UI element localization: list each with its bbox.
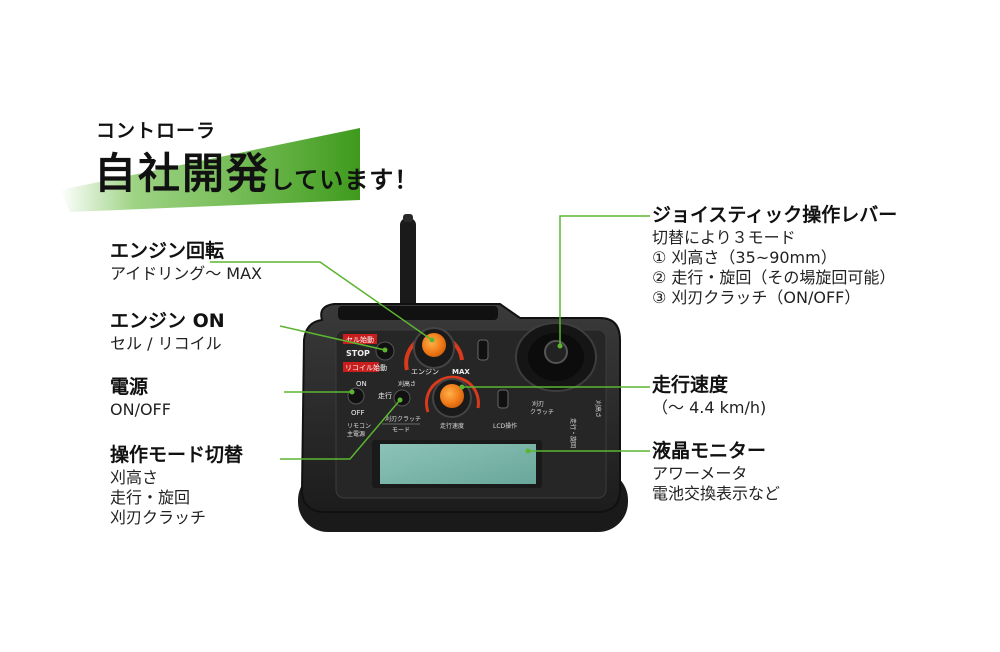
stop-label: STOP <box>346 349 370 358</box>
callout-engine-rev: エンジン回転 アイドリング〜 MAX <box>110 240 262 284</box>
callout-lcd-line-1: アワーメータ <box>652 463 748 483</box>
callout-mode-switch-title: 操作モード切替 <box>110 444 244 466</box>
callout-engine-on-title: エンジン ON <box>110 310 225 332</box>
line-joystick <box>559 215 650 346</box>
svg-text:クラッチ: クラッチ <box>530 409 554 416</box>
green-swoosh <box>60 128 360 212</box>
speed-knob[interactable] <box>440 384 464 408</box>
callout-mode-switch-line-2: 走行・旋回 <box>110 487 191 507</box>
lcd-op-label: LCD操作 <box>493 422 517 430</box>
engine-label: エンジン <box>411 368 439 376</box>
toggle-switch-1[interactable] <box>477 339 489 361</box>
heading-small: コントローラ <box>96 120 217 142</box>
callout-speed-line: （〜 4.4 km/h) <box>652 397 767 417</box>
run-label: 走行 <box>378 391 392 400</box>
heading-big: 自社開発 <box>94 149 271 198</box>
line-engine-on <box>279 325 386 351</box>
callout-power-line: ON/OFF <box>110 399 171 419</box>
lcd-monitor <box>380 444 536 484</box>
callout-lcd: 液晶モニター アワーメータ 電池交換表示など <box>652 440 780 504</box>
blade-clutch-side-label: 刈刃 <box>532 400 544 408</box>
max-label: MAX <box>452 368 470 376</box>
antenna <box>400 218 416 318</box>
callout-mode-switch-line-3: 刈刃クラッチ <box>110 507 207 527</box>
on-label: ON <box>356 380 367 388</box>
line-mode-switch <box>280 399 401 460</box>
callout-engine-rev-line: アイドリング〜 MAX <box>110 263 262 283</box>
callout-engine-on-line: セル / リコイル <box>110 333 222 353</box>
heading-rest: しています！ <box>270 166 420 194</box>
callout-power: 電源 ON/OFF <box>110 376 171 420</box>
callout-lcd-line-2: 電池交換表示など <box>652 483 781 503</box>
blade-height-label: 刈高さ <box>398 380 416 388</box>
svg-text:走行・旋回: 走行・旋回 <box>569 418 577 448</box>
callout-joystick-line-3: ② 走行・旋回（その場旋回可能） <box>652 267 896 287</box>
recoil-start-label: リコイル始動 <box>345 363 387 372</box>
callout-speed-title: 走行速度 <box>652 374 729 396</box>
svg-text:主電源: 主電源 <box>347 430 365 438</box>
lcd-toggle[interactable] <box>497 389 509 409</box>
callout-mode-switch-line-1: 刈高さ <box>110 467 159 487</box>
blade-clutch-label: 刈刃クラッチ <box>385 415 421 423</box>
callout-lcd-title: 液晶モニター <box>652 440 767 462</box>
cell-start-label: セル始動 <box>346 335 374 344</box>
callout-joystick-title: ジョイスティック操作レバー <box>652 204 898 226</box>
callout-mode-switch: 操作モード切替 刈高さ 走行・旋回 刈刃クラッチ <box>110 444 243 528</box>
callout-engine-on: エンジン ON セル / リコイル <box>110 310 225 354</box>
travel-speed-label: 走行速度 <box>440 422 464 430</box>
callout-joystick-line-1: 切替により３モード <box>652 227 796 247</box>
callout-engine-rev-title: エンジン回転 <box>110 240 225 262</box>
line-engine-rev <box>210 261 433 341</box>
svg-text:刈高さ: 刈高さ <box>594 400 602 418</box>
callout-joystick-line-2: ① 刈高さ（35~90mm） <box>652 247 837 267</box>
callout-joystick-line-4: ③ 刈刃クラッチ（ON/OFF） <box>652 287 861 307</box>
callout-joystick: ジョイスティック操作レバー 切替により３モード ① 刈高さ（35~90mm） ②… <box>652 204 897 308</box>
off-label: OFF <box>351 409 365 417</box>
engine-rev-knob[interactable] <box>422 333 446 357</box>
callout-speed: 走行速度 （〜 4.4 km/h) <box>652 374 766 418</box>
mode-label: モード <box>392 427 410 434</box>
callout-power-title: 電源 <box>110 376 149 398</box>
heading: 自社開発しています！ <box>94 140 419 201</box>
remote-mode-label: リモコン <box>347 423 371 430</box>
